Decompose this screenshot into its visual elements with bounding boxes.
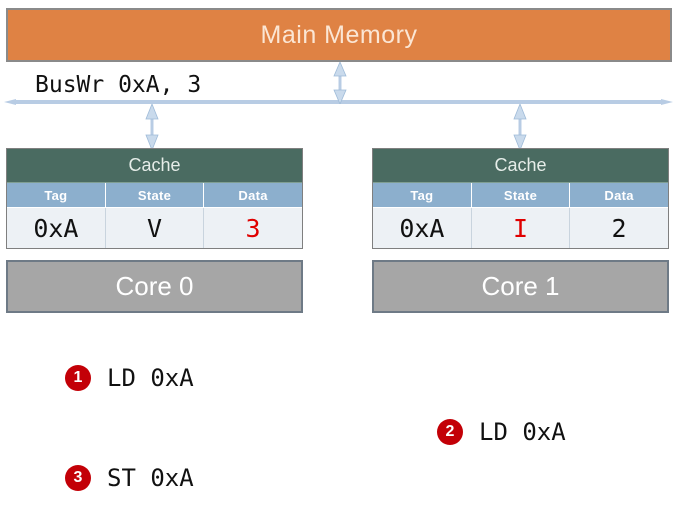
cell-tag-core1: 0xA bbox=[373, 207, 472, 248]
main-memory-block: Main Memory bbox=[6, 8, 672, 62]
cache-block-core1: Cache Tag State Data 0xA I 2 bbox=[372, 148, 669, 249]
column-header-tag: Tag bbox=[373, 183, 472, 208]
step-annotation-1: 1 LD 0xA bbox=[65, 364, 194, 392]
core-block-0: Core 0 bbox=[6, 260, 303, 313]
column-header-tag: Tag bbox=[7, 183, 106, 208]
step-badge-2: 2 bbox=[437, 419, 463, 445]
cell-state-core1: I bbox=[471, 207, 571, 248]
step-badge-3: 3 bbox=[65, 465, 91, 491]
cache-table-core1: Tag State Data 0xA I 2 bbox=[373, 183, 668, 248]
column-header-state: State bbox=[105, 183, 205, 208]
core-label-1: Core 1 bbox=[481, 271, 560, 301]
step-text-2: LD 0xA bbox=[479, 418, 566, 446]
cache-table-header-row: Tag State Data bbox=[7, 183, 302, 208]
step-annotation-2: 2 LD 0xA bbox=[437, 418, 566, 446]
cache0-bus-connector-arrow bbox=[145, 104, 159, 150]
table-row: 0xA V 3 bbox=[7, 207, 302, 248]
step-annotation-3: 3 ST 0xA bbox=[65, 464, 194, 492]
core-label-0: Core 0 bbox=[115, 271, 194, 301]
cell-data-core1: 2 bbox=[569, 207, 668, 248]
cache1-bus-connector-arrow bbox=[513, 104, 527, 150]
table-row: 0xA I 2 bbox=[373, 207, 668, 248]
core-block-1: Core 1 bbox=[372, 260, 669, 313]
bus-line bbox=[4, 99, 673, 105]
memory-bus-connector-arrow bbox=[333, 62, 347, 104]
cache-block-core0: Cache Tag State Data 0xA V 3 bbox=[6, 148, 303, 249]
main-memory-label: Main Memory bbox=[260, 20, 418, 49]
cache-table-core0: Tag State Data 0xA V 3 bbox=[7, 183, 302, 248]
cache-title-core0: Cache bbox=[7, 149, 302, 183]
cache-table-header-row: Tag State Data bbox=[373, 183, 668, 208]
column-header-state: State bbox=[471, 183, 571, 208]
step-badge-1: 1 bbox=[65, 365, 91, 391]
cell-state-core0: V bbox=[105, 207, 205, 248]
column-header-data: Data bbox=[203, 183, 302, 208]
cell-tag-core0: 0xA bbox=[7, 207, 106, 248]
bus-message-label: BusWr 0xA, 3 bbox=[35, 72, 202, 98]
column-header-data: Data bbox=[569, 183, 668, 208]
step-text-1: LD 0xA bbox=[107, 364, 194, 392]
step-text-3: ST 0xA bbox=[107, 464, 194, 492]
cache-title-core1: Cache bbox=[373, 149, 668, 183]
cell-data-core0: 3 bbox=[203, 207, 302, 248]
